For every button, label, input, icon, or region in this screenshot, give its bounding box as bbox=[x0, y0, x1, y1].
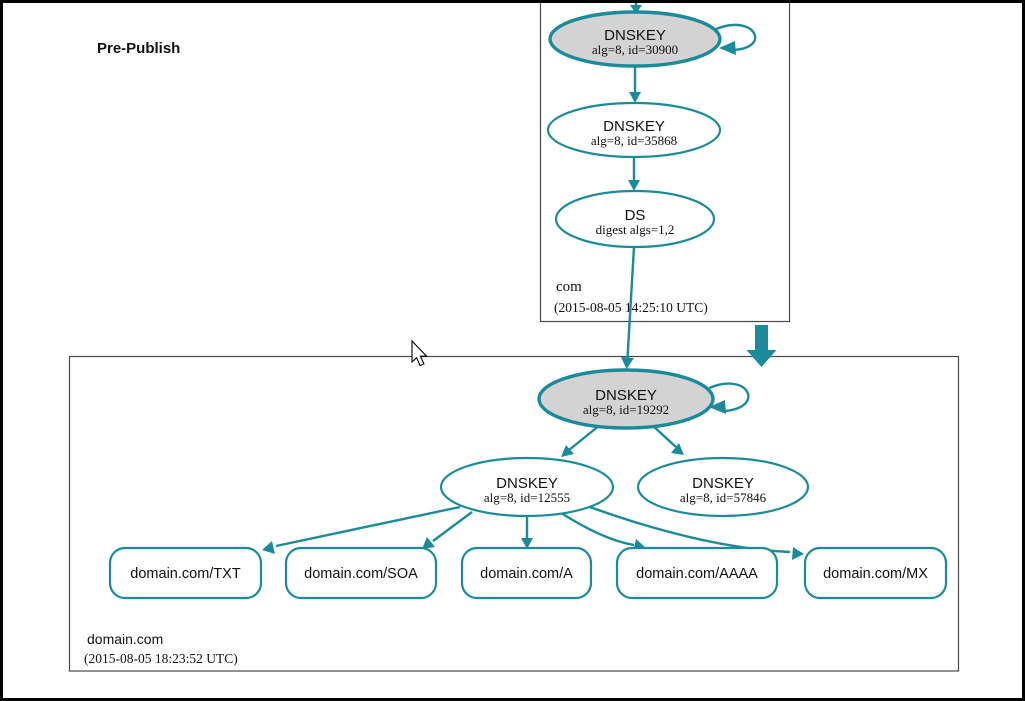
node-com-ds-detail: digest algs=1,2 bbox=[596, 222, 675, 237]
record-label-txt: domain.com/TXT bbox=[130, 566, 241, 582]
record-label-soa: domain.com/SOA bbox=[304, 566, 418, 582]
zone-box-com bbox=[539, 3, 791, 323]
record-label-a: domain.com/A bbox=[480, 566, 573, 582]
node-com-dnskey-30900[interactable]: DNSKEY alg=8, id=30900 bbox=[548, 10, 722, 68]
node-domain-dnskey-19292-detail: alg=8, id=19292 bbox=[583, 402, 669, 417]
node-domain-dnskey-57846-detail: alg=8, id=57846 bbox=[680, 490, 767, 505]
node-record-mx[interactable]: domain.com/MX bbox=[803, 546, 948, 600]
node-com-ds[interactable]: DS digest algs=1,2 bbox=[554, 189, 716, 249]
node-domain-dnskey-12555-type: DNSKEY bbox=[496, 475, 558, 492]
zone-timestamp-domain-com: (2015-08-05 18:23:52 UTC) bbox=[84, 651, 238, 666]
node-record-soa[interactable]: domain.com/SOA bbox=[284, 546, 438, 600]
edge-com-zsk-to-ds bbox=[628, 157, 640, 191]
edge-root-to-com-ksk bbox=[630, 3, 642, 14]
node-record-txt[interactable]: domain.com/TXT bbox=[108, 546, 263, 600]
node-com-dnskey-30900-detail: alg=8, id=30900 bbox=[592, 42, 678, 57]
zone-name-com: com bbox=[556, 279, 582, 295]
node-domain-dnskey-12555-detail: alg=8, id=12555 bbox=[484, 490, 570, 505]
node-record-a[interactable]: domain.com/A bbox=[460, 546, 593, 600]
page-title: Pre-Publish bbox=[97, 40, 180, 57]
node-record-aaaa[interactable]: domain.com/AAAA bbox=[615, 546, 779, 600]
record-label-mx: domain.com/MX bbox=[823, 566, 928, 582]
node-com-dnskey-30900-type: DNSKEY bbox=[604, 27, 666, 44]
edge-domain-ksk-to-zsk2 bbox=[651, 424, 684, 455]
edge-zsk1-to-soa bbox=[422, 511, 473, 549]
dnssec-graph: Pre-Publish com (2015-08-05 14:25:10 UTC… bbox=[68, 3, 960, 672]
node-domain-dnskey-19292-type: DNSKEY bbox=[595, 387, 657, 404]
mouse-cursor-icon bbox=[411, 339, 428, 367]
edge-com-ksk-self-loop bbox=[715, 23, 757, 55]
node-domain-dnskey-19292[interactable]: DNSKEY alg=8, id=19292 bbox=[537, 368, 715, 430]
node-domain-dnskey-57846[interactable]: DNSKEY alg=8, id=57846 bbox=[636, 456, 810, 518]
node-com-dnskey-35868-type: DNSKEY bbox=[603, 118, 665, 135]
zone-box-domain-com bbox=[68, 355, 960, 672]
zone-name-domain-com: domain.com bbox=[87, 631, 163, 647]
node-com-ds-type: DS bbox=[625, 207, 646, 224]
edge-domain-ksk-self-loop bbox=[708, 382, 750, 414]
edge-com-ksk-to-zsk bbox=[629, 66, 641, 103]
edge-zsk1-to-aaaa bbox=[557, 509, 646, 552]
delegation-arrow bbox=[746, 325, 777, 367]
edge-zsk1-to-a bbox=[521, 516, 533, 549]
node-domain-dnskey-12555[interactable]: DNSKEY alg=8, id=12555 bbox=[439, 456, 615, 518]
node-com-dnskey-35868-detail: alg=8, id=35868 bbox=[591, 133, 677, 148]
edge-zsk1-to-txt bbox=[262, 505, 461, 554]
edge-domain-ksk-to-zsk1 bbox=[561, 424, 601, 457]
edge-com-ds-to-domain-ksk bbox=[621, 246, 636, 369]
record-label-aaaa: domain.com/AAAA bbox=[636, 566, 758, 582]
node-domain-dnskey-57846-type: DNSKEY bbox=[692, 475, 754, 492]
node-com-dnskey-35868[interactable]: DNSKEY alg=8, id=35868 bbox=[546, 101, 722, 159]
